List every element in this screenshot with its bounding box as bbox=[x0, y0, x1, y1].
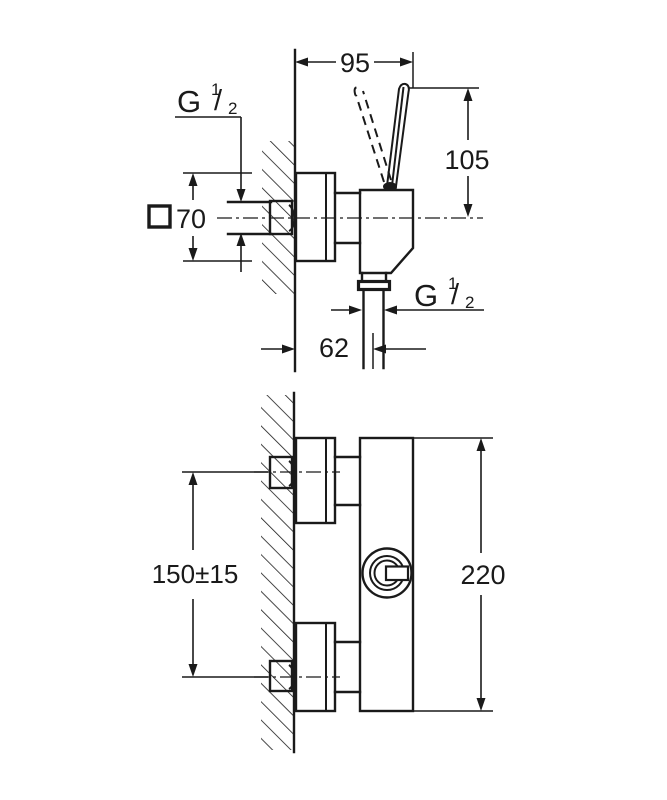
wall-hatch-bottom bbox=[261, 395, 294, 750]
dim-label-105: 105 bbox=[444, 145, 489, 175]
square-symbol bbox=[147, 204, 172, 229]
thread-label-outlet: G 1 / 2 bbox=[331, 274, 484, 315]
hex-nut-face bbox=[288, 664, 296, 690]
side-view: 95 105 G 1 / 2 bbox=[147, 48, 490, 373]
thread-den: 2 bbox=[465, 293, 474, 312]
mixer-body bbox=[358, 436, 415, 713]
dim-label-70: 70 bbox=[176, 204, 206, 234]
dim-label-220: 220 bbox=[460, 560, 505, 590]
lever-alternate-position bbox=[353, 86, 392, 183]
dim-label-62: 62 bbox=[319, 333, 349, 363]
dimension-95: 95 bbox=[295, 48, 414, 88]
front-view: 150±15 220 bbox=[152, 391, 506, 754]
dimension-62: 62 bbox=[261, 333, 426, 369]
lever-handle-inner bbox=[390, 86, 405, 191]
dimension-70: 70 bbox=[147, 172, 252, 262]
hex-nut-face bbox=[288, 204, 296, 232]
valve-body bbox=[358, 188, 415, 275]
thread-g: G bbox=[177, 84, 201, 119]
dim-label-150: 150±15 bbox=[152, 559, 239, 589]
thread-label-top: G 1 / 2 bbox=[175, 80, 246, 272]
dimension-220: 220 bbox=[414, 437, 506, 712]
escutcheon-side bbox=[294, 171, 337, 263]
outlet-fitting bbox=[356, 279, 392, 292]
hex-nut bbox=[268, 659, 294, 693]
thread-num: 1 bbox=[448, 274, 457, 293]
hex-nut bbox=[268, 455, 294, 490]
escutcheon-top bbox=[294, 436, 337, 525]
knob-tab bbox=[384, 565, 410, 582]
dimension-150: 150±15 bbox=[152, 471, 268, 678]
dimension-105: 105 bbox=[409, 87, 490, 217]
escutcheon-bottom bbox=[294, 621, 337, 713]
thread-slash: / bbox=[451, 279, 460, 311]
lever-pivot bbox=[383, 182, 397, 191]
thread-num: 1 bbox=[211, 80, 220, 99]
thread-slash: / bbox=[214, 85, 223, 117]
thread-g: G bbox=[414, 278, 438, 313]
thread-den: 2 bbox=[228, 99, 237, 118]
dim-label-95: 95 bbox=[340, 48, 370, 78]
knob bbox=[361, 547, 413, 599]
hex-nut-face bbox=[288, 460, 296, 487]
